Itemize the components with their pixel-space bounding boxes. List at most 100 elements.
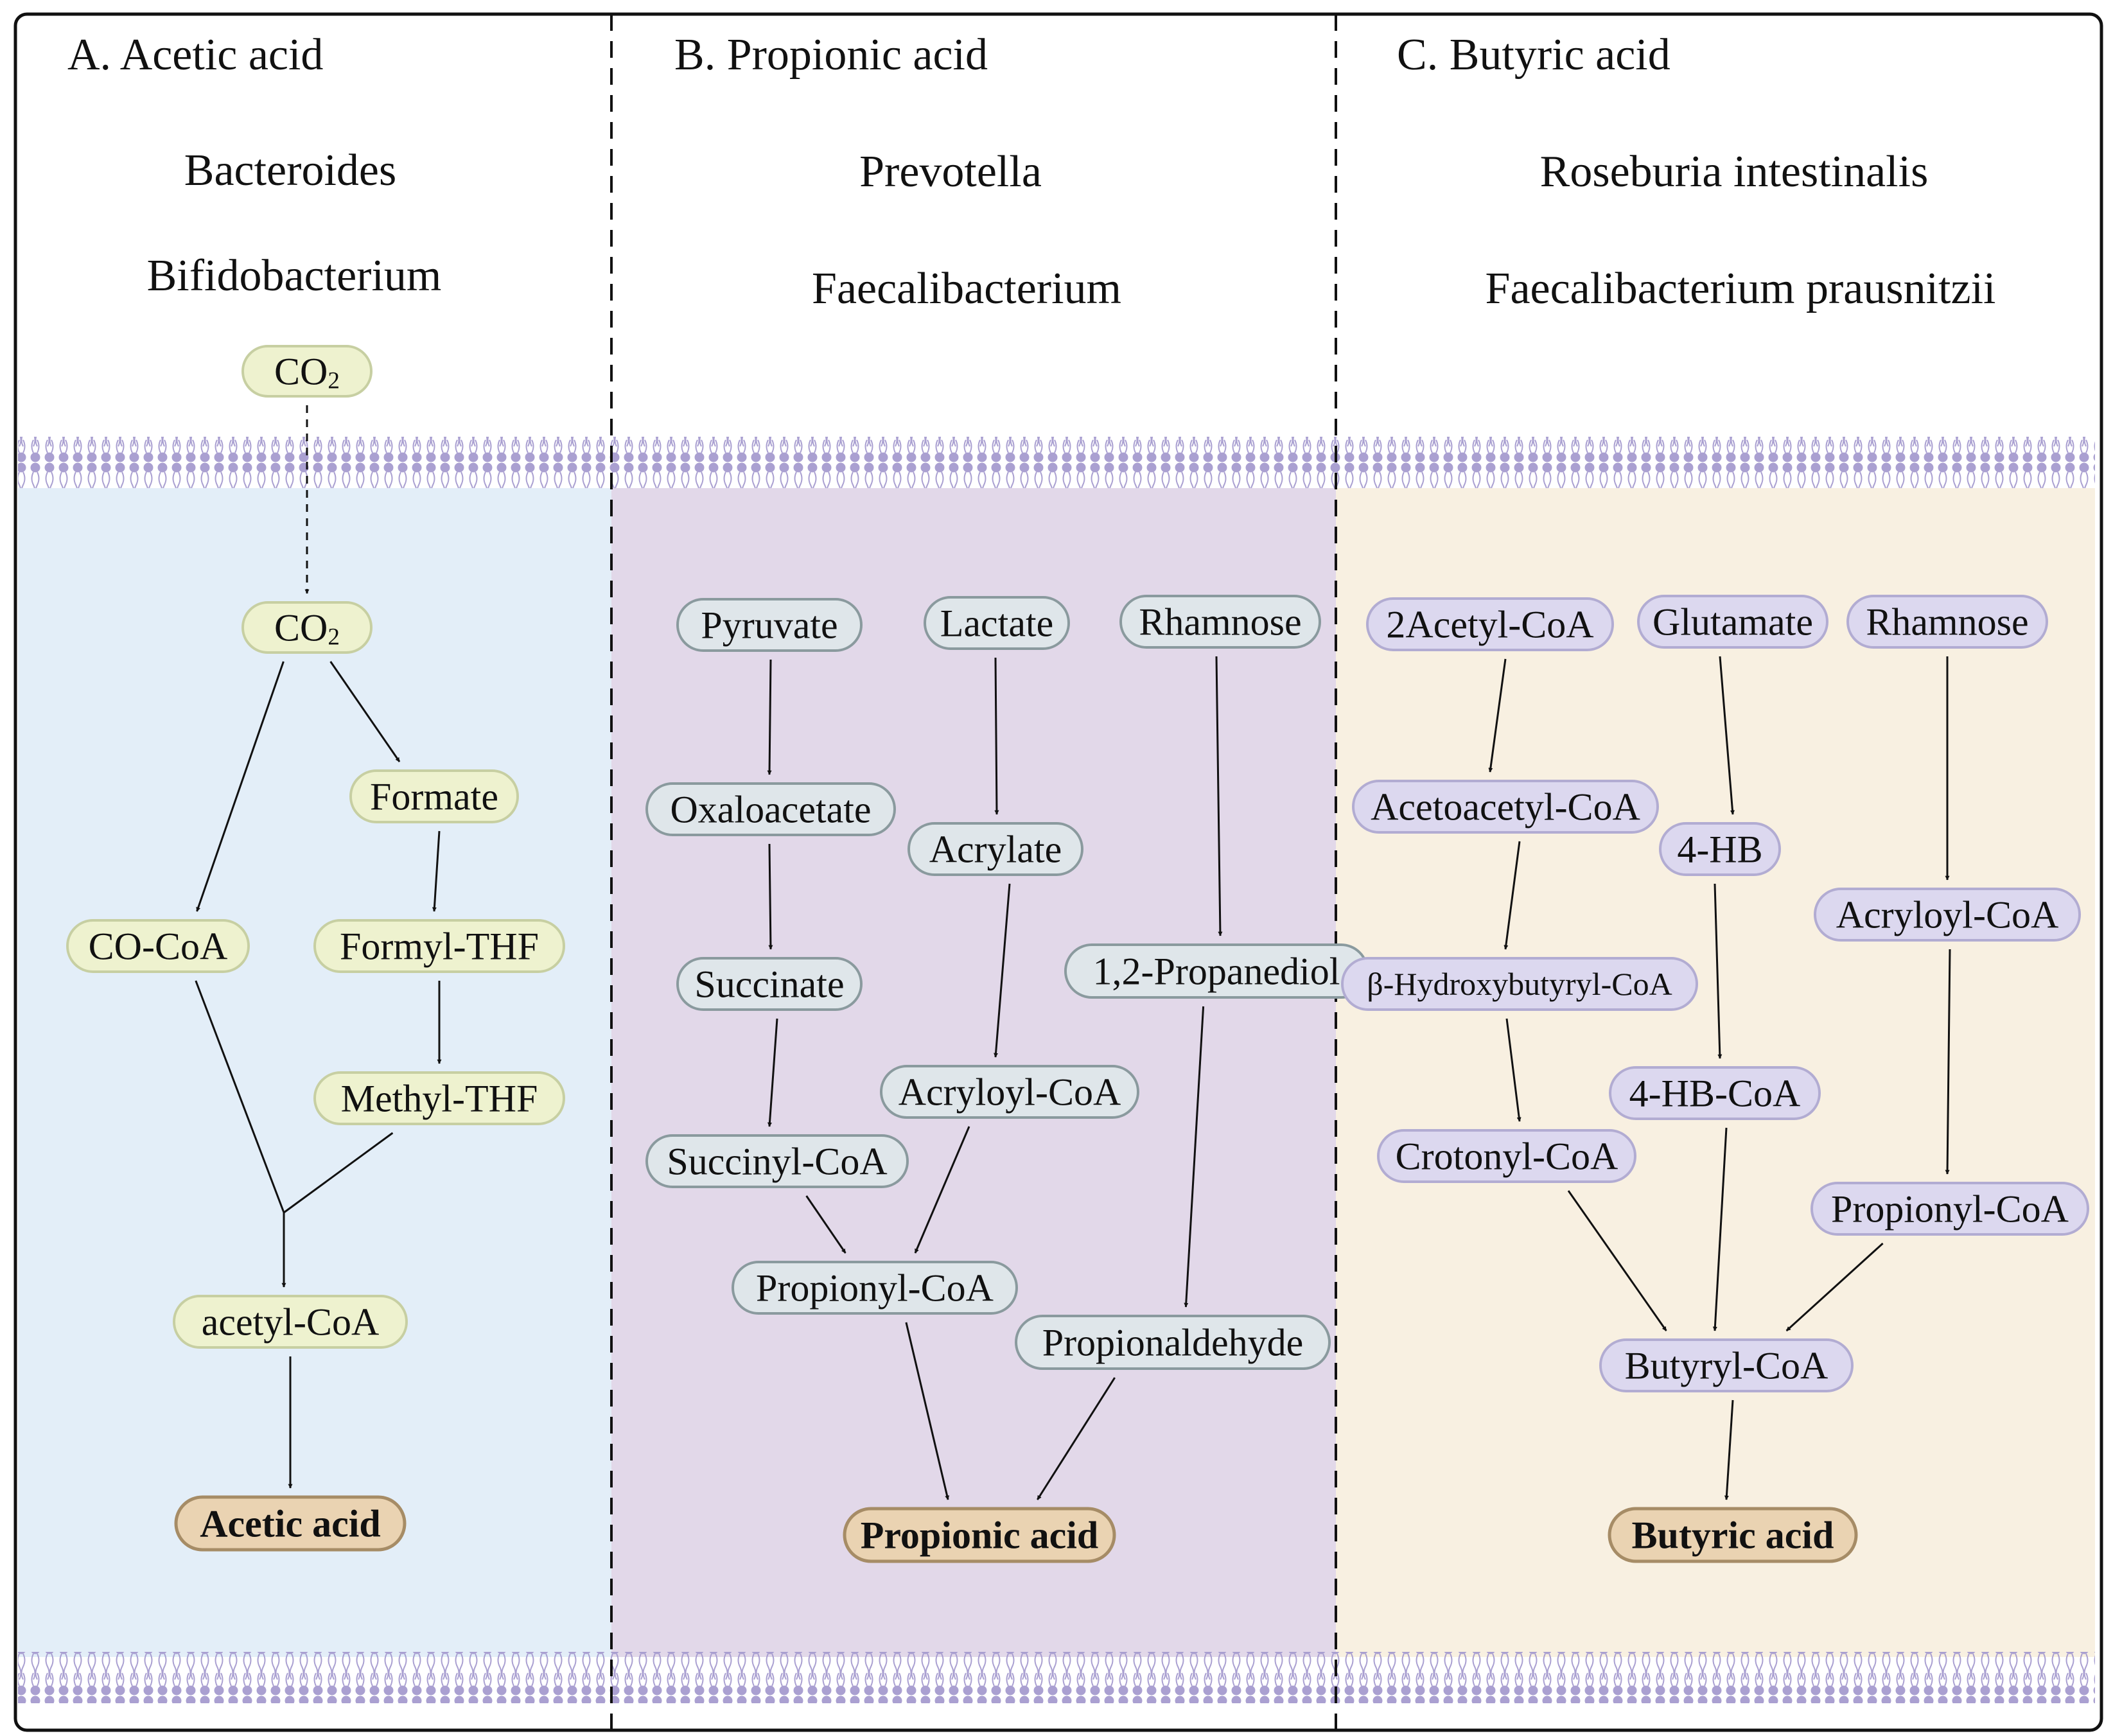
node-label: 4-HB [1677, 828, 1762, 870]
node-propionic-acid: Propionic acid [843, 1507, 1116, 1563]
node-label: Formate [370, 775, 498, 818]
node-label: Acryloyl-CoA [1836, 893, 2059, 936]
metabolite-pill [1599, 1338, 1854, 1392]
metabolite-pill [1366, 597, 1614, 651]
product-pill [174, 1495, 407, 1552]
node-label: Butyryl-CoA [1625, 1344, 1828, 1387]
node-methyl-thf: Methyl-THF [313, 1071, 565, 1125]
node-label: Propionaldehyde [1042, 1321, 1304, 1363]
node-label: CO2 [274, 606, 340, 650]
node-glutamate: Glutamate [1637, 595, 1828, 649]
node-label: 2Acetyl-CoA [1386, 603, 1593, 645]
reaction-arrow [994, 883, 1011, 1058]
node-hydroxybutyryl-coa: β-Hydroxybutyryl-CoA [1341, 957, 1698, 1011]
metabolite-pill [1377, 1129, 1636, 1183]
metabolite-pill [676, 598, 863, 652]
node-co2-in: CO2 [241, 601, 373, 654]
node-label: Butyric acid [1632, 1514, 1834, 1556]
node-co2-out: CO2 [241, 345, 373, 398]
metabolite-pill [313, 1071, 565, 1125]
node-propionyl-coa-b: Propionyl-CoA [732, 1261, 1018, 1315]
node-label: acetyl-CoA [202, 1301, 380, 1343]
node-rhamnose-c: Rhamnose [1846, 595, 2048, 649]
reaction-arrow [1712, 1127, 1728, 1331]
reaction-arrow [905, 1322, 950, 1500]
node-co-coa: CO-CoA [66, 919, 250, 973]
node-propionaldehyde: Propionaldehyde [1015, 1315, 1331, 1370]
organism-label: Roseburia intestinalis [1540, 147, 1929, 197]
reaction-arrow [1785, 1242, 1884, 1332]
metabolite-pill [1846, 595, 2048, 649]
node-acetyl-coa-2: 2Acetyl-CoA [1366, 597, 1614, 651]
node-label: β-Hydroxybutyryl-CoA [1367, 966, 1672, 1002]
node-label: Methyl-THF [341, 1077, 538, 1119]
node-four-hb: 4-HB [1659, 822, 1781, 876]
panel-c-title: C. Butyric acid [1397, 30, 1670, 80]
node-succinyl-coa: Succinyl-CoA [645, 1134, 909, 1188]
node-propionyl-coa-c: Propionyl-CoA [1811, 1182, 2089, 1236]
reaction-arrow [1184, 1006, 1205, 1308]
node-label: Succinate [694, 963, 844, 1005]
metabolite-pill [676, 957, 863, 1011]
node-label: Propionic acid [861, 1514, 1099, 1556]
node-butyric-acid: Butyric acid [1608, 1507, 1858, 1563]
reaction-arrow [1215, 656, 1223, 936]
reaction-arrow [329, 661, 401, 762]
node-propanediol: 1,2-Propanediol [1064, 943, 1369, 999]
node-four-hb-coa: 4-HB-CoA [1609, 1066, 1821, 1120]
reaction-arrow [994, 657, 999, 815]
reaction-arrow [1945, 949, 1951, 1175]
node-label: Propionyl-CoA [1831, 1188, 2069, 1230]
node-acryloyl-coa-c: Acryloyl-CoA [1814, 888, 2081, 942]
node-label: CO-CoA [89, 925, 228, 967]
node-lactate: Lactate [924, 596, 1070, 650]
cell-membrane-top [18, 437, 2095, 488]
node-label: Propionyl-CoA [756, 1267, 994, 1309]
node-acryloyl-coa-b: Acryloyl-CoA [880, 1065, 1139, 1119]
metabolite-pill [1341, 957, 1698, 1011]
cell-membrane-bottom [18, 1652, 2095, 1703]
metabolite-pill [241, 345, 373, 398]
reaction-arrow [1724, 1399, 1734, 1500]
metabolite-pill [1352, 780, 1659, 834]
node-label: Acryloyl-CoA [899, 1071, 1121, 1113]
node-acrylate: Acrylate [907, 822, 1083, 876]
reaction-arrow [914, 1126, 970, 1254]
node-label: Acetic acid [200, 1502, 381, 1545]
node-label: Formyl-THF [340, 925, 539, 967]
node-acetic-acid: Acetic acid [174, 1495, 407, 1552]
node-acetyl-coa: acetyl-CoA [173, 1295, 408, 1349]
node-formyl-thf: Formyl-THF [313, 919, 565, 973]
reaction-arrow [196, 661, 285, 912]
node-pyruvate: Pyruvate [676, 598, 863, 652]
reaction-arrow [283, 1132, 394, 1214]
metabolite-pill [1637, 595, 1828, 649]
node-crotonyl-coa: Crotonyl-CoA [1377, 1129, 1636, 1183]
organism-labels: Bacteroides Bifidobacterium Prevotella F… [147, 146, 1996, 313]
reaction-arrow [805, 1195, 846, 1254]
node-label: Succinyl-CoA [667, 1140, 887, 1182]
reaction-arrow [767, 659, 772, 775]
metabolite-pill [66, 919, 250, 973]
metabolite-pill [924, 596, 1070, 650]
organism-label: Bacteroides [184, 146, 396, 195]
node-succinate: Succinate [676, 957, 863, 1011]
node-label: CO2 [274, 350, 340, 394]
node-label: 1,2-Propanediol [1093, 950, 1340, 992]
product-pill [843, 1507, 1116, 1563]
metabolite-pill [880, 1065, 1139, 1119]
reaction-arrow [1714, 883, 1723, 1059]
panel-titles: A. Acetic acid B. Propionic acid C. Buty… [67, 30, 1670, 80]
node-butyryl-coa: Butyryl-CoA [1599, 1338, 1854, 1392]
reaction-arrow [768, 843, 773, 950]
reaction-arrow [1504, 841, 1521, 950]
organism-label: Bifidobacterium [147, 251, 442, 301]
metabolite-pill [645, 782, 896, 836]
reaction-arrow [1505, 1018, 1521, 1122]
node-label: 4-HB-CoA [1629, 1072, 1801, 1114]
reaction-arrow [195, 980, 285, 1213]
metabolite-pill [732, 1261, 1018, 1315]
reaction-arrow [767, 1018, 778, 1127]
